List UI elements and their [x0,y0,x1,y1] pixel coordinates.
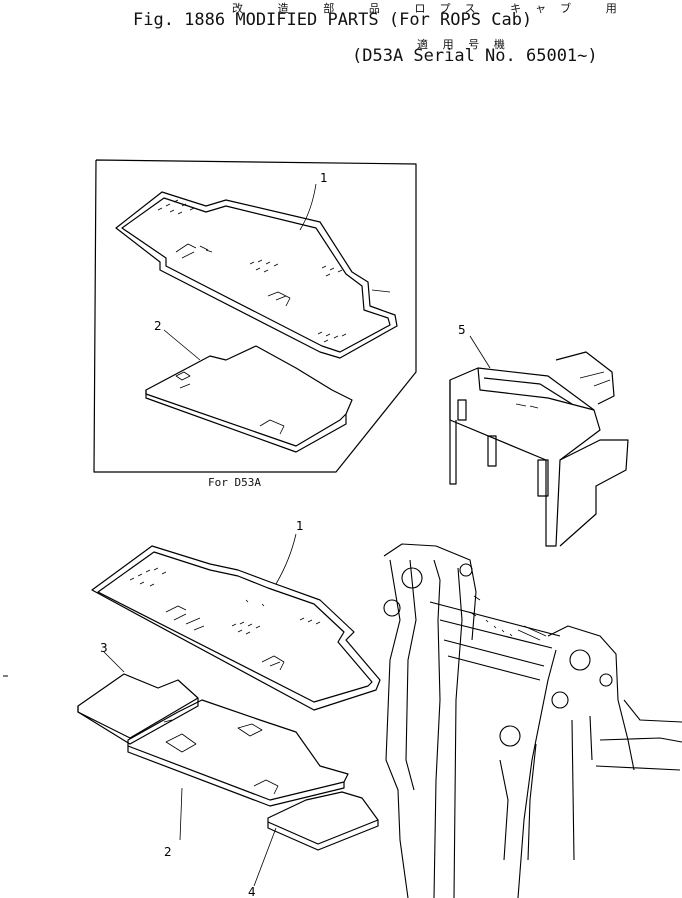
pad-part-3 [77,673,199,745]
leader-p1-top [299,183,317,231]
inset-frame [93,159,417,473]
inset-label: For D53A [208,476,261,489]
japanese-title: 改 造 部 品 ロプス キャブ 用 [232,2,631,15]
leader-p2-bottom [179,787,183,841]
callout-part-2-bottom: 2 [164,845,172,859]
callout-part-5: 5 [458,323,466,337]
callout-part-4: 4 [248,885,256,898]
callout-part-3: 3 [100,641,108,655]
inset-mat-part-1 [115,191,398,359]
leader-p1-bottom [275,533,297,585]
leader-p4 [253,827,277,887]
serial-range: (D53A Serial No. 65001~) [352,46,598,66]
lift-frame [383,543,682,898]
leader-p5 [469,335,491,369]
front-panel-part-5 [449,351,629,547]
pad-part-2 [127,699,349,807]
pad-part-4 [267,791,379,851]
leader-p2-top [163,329,201,361]
callout-part-1-bottom: 1 [296,519,304,533]
leader-p3 [103,651,125,673]
mat-part-1 [91,545,381,711]
callout-part-1-top: 1 [320,171,328,185]
callout-part-2-top: 2 [154,319,162,333]
inset-pad-part-2 [145,345,353,453]
japanese-applicable-models: 適 用 号 機 [417,38,509,51]
figure-title: Fig. 1886 MODIFIED PARTS (For ROPS Cab) [133,10,533,30]
